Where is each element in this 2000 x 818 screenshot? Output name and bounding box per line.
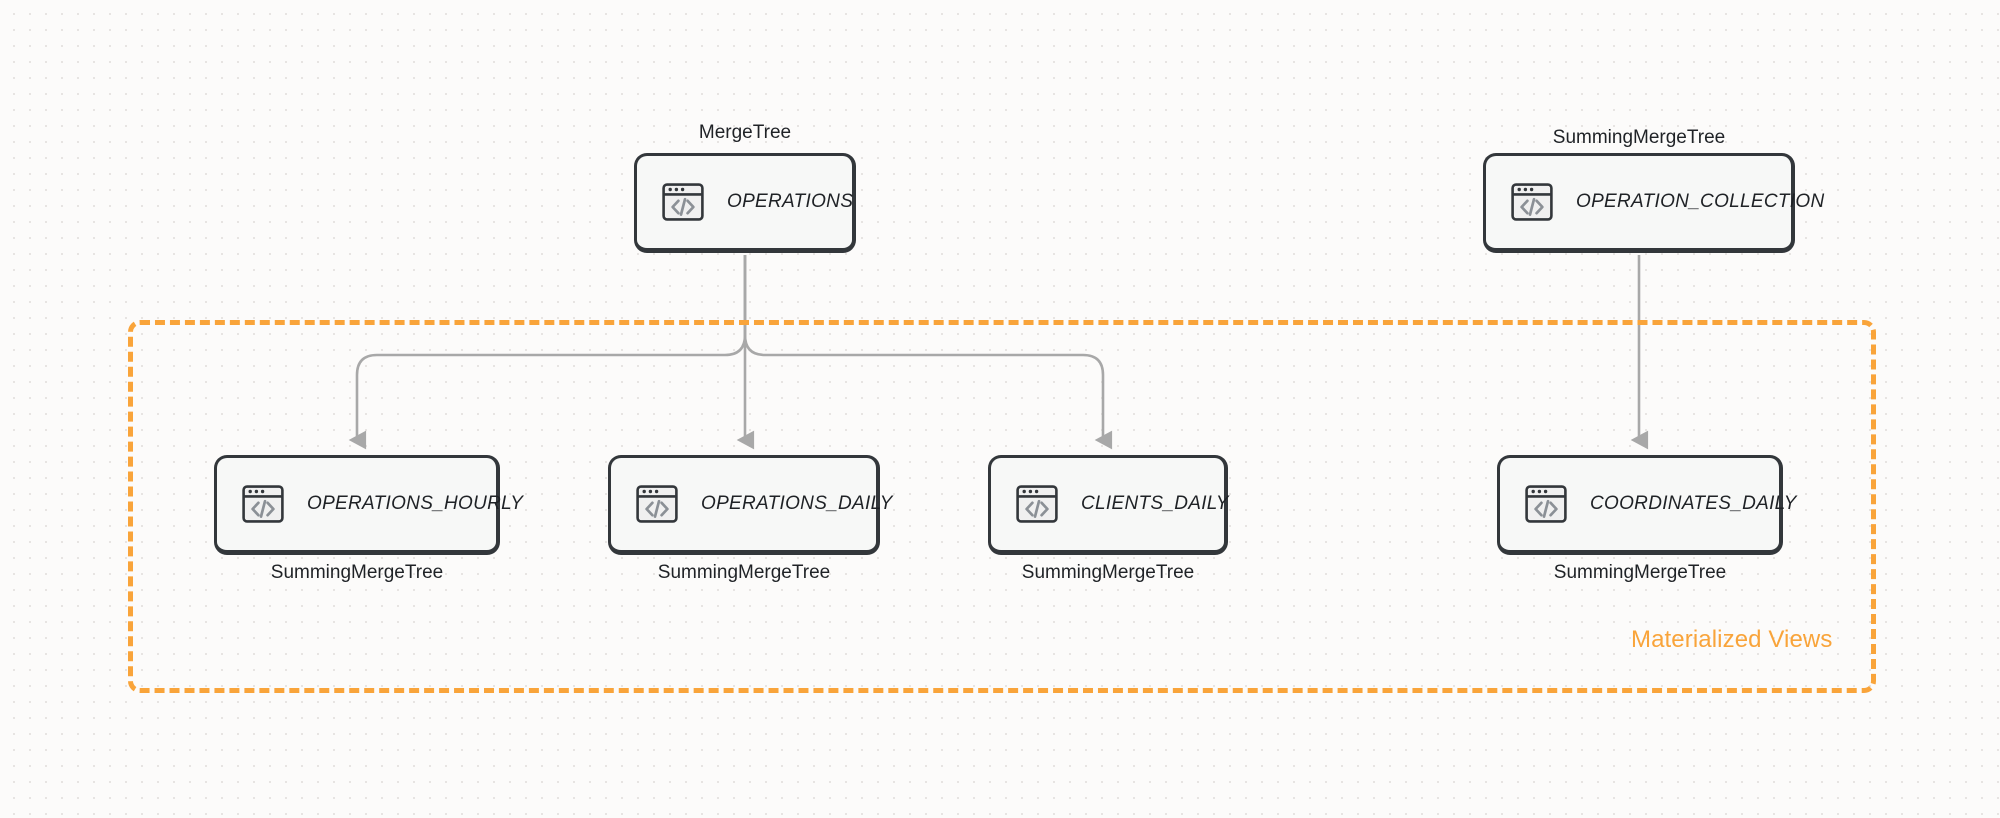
node-title-coordinates-daily: COORDINATES_DAILY [1590, 493, 1797, 514]
node-title-operations-daily: OPERATIONS_DAILY [701, 493, 893, 514]
node-operations-daily[interactable]: OPERATIONS_DAILY [608, 455, 892, 555]
code-window-icon [1508, 178, 1556, 226]
node-title-clients-daily: CLIENTS_DAILY [1081, 493, 1229, 514]
node-title-operations: OPERATIONS [727, 191, 854, 212]
node-coordinates-daily[interactable]: COORDINATES_DAILY [1497, 455, 1796, 555]
engine-label-coordinates-daily: SummingMergeTree [1553, 562, 1727, 583]
node-operations[interactable]: OPERATIONS [634, 153, 856, 253]
node-operation-collection[interactable]: OPERATION_COLLECTION [1483, 153, 1824, 253]
node-clients-daily[interactable]: CLIENTS_DAILY [988, 455, 1229, 555]
materialized-views-label: Materialized Views [1631, 626, 1833, 653]
engine-label-operations: MergeTree [698, 122, 792, 143]
materialized-views-group [128, 320, 1876, 693]
node-operations-hourly[interactable]: OPERATIONS_HOURLY [214, 455, 523, 555]
code-window-icon [659, 178, 707, 226]
engine-label-operations-hourly: SummingMergeTree [270, 562, 444, 583]
code-window-icon [1013, 480, 1061, 528]
engine-label-clients-daily: SummingMergeTree [1021, 562, 1195, 583]
engine-label-operation-collection: SummingMergeTree [1552, 127, 1726, 148]
engine-label-operations-daily: SummingMergeTree [657, 562, 831, 583]
node-title-operation-collection: OPERATION_COLLECTION [1576, 191, 1825, 212]
node-title-operations-hourly: OPERATIONS_HOURLY [307, 493, 524, 514]
code-window-icon [239, 480, 287, 528]
code-window-icon [1522, 480, 1570, 528]
code-window-icon [633, 480, 681, 528]
